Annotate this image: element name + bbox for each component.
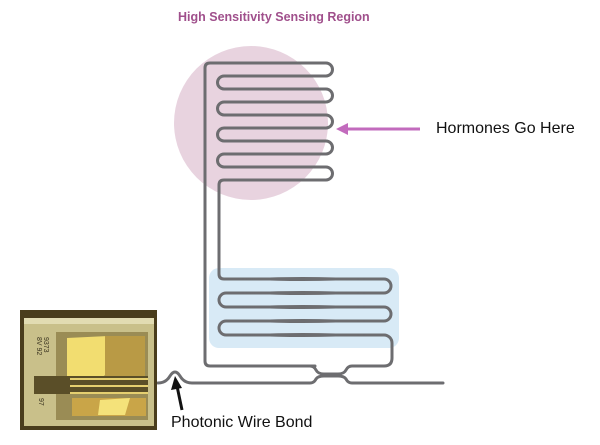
- bus-waveguide: [156, 370, 445, 385]
- black-arrow: [171, 376, 184, 411]
- reference-waveguide-tapers: [240, 277, 370, 337]
- chip-marking-3: 97: [37, 398, 44, 406]
- pink-arrow: [336, 123, 420, 135]
- chip-marking-1: 9373: [42, 337, 49, 353]
- hormones-label: Hormones Go Here: [436, 120, 575, 137]
- sensing-region: [174, 46, 328, 200]
- sensing-waveguide: [203, 61, 394, 376]
- wire-bond-label: Photonic Wire Bond: [171, 414, 313, 431]
- chip-marking-2: 8V 92: [35, 337, 42, 356]
- laser-chip-photo: [20, 310, 157, 430]
- sensing-region-title: High Sensitivity Sensing Region: [178, 10, 370, 24]
